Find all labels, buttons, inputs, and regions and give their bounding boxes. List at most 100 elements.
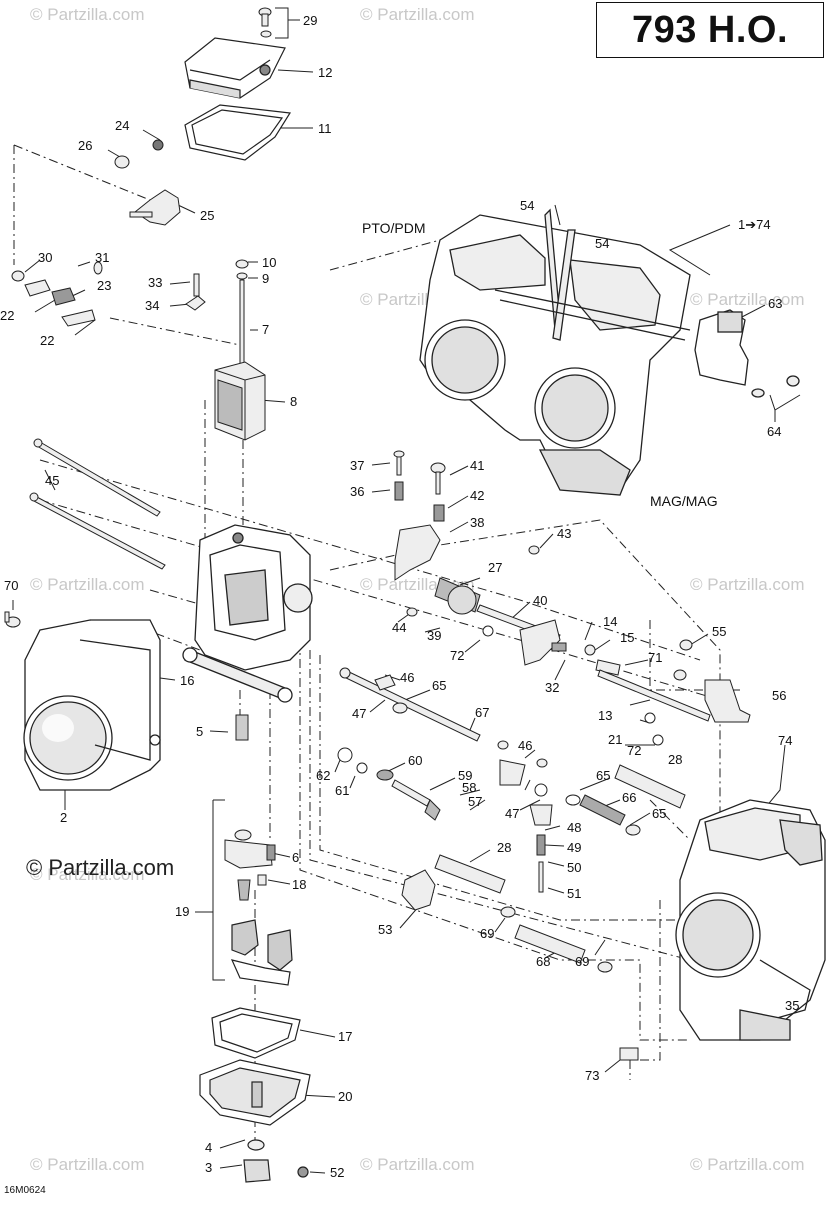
callout: 74 xyxy=(778,733,792,748)
callout: 56 xyxy=(772,688,786,703)
shafts-lower xyxy=(224,667,686,1061)
callout: 39 xyxy=(427,628,441,643)
callout: 70 xyxy=(4,578,18,593)
callout: 43 xyxy=(557,526,571,541)
callout: 46 xyxy=(400,670,414,685)
callout: 54 xyxy=(520,198,534,213)
callout: 3 xyxy=(205,1160,212,1175)
callout: 65 xyxy=(596,768,610,783)
callout: 36 xyxy=(350,484,364,499)
callout: 26 xyxy=(78,138,92,153)
callout: 27 xyxy=(488,560,502,575)
drawing-code: 16M0624 xyxy=(4,1185,46,1196)
callout: 55 xyxy=(712,624,726,639)
callout: 31 xyxy=(95,250,109,265)
callout: 30 xyxy=(38,250,52,265)
callout: 50 xyxy=(567,860,581,875)
callout-labels: 29 12 11 24 26 25 30 31 23 22 22 10 9 33… xyxy=(0,13,799,1180)
callout: 69 xyxy=(575,954,589,969)
callout: 10 xyxy=(262,255,276,270)
throttle-parts xyxy=(393,450,751,746)
watermark: © Partzilla.com xyxy=(360,5,475,24)
top-gasket xyxy=(184,104,292,161)
callout: 22 xyxy=(0,308,14,323)
callout: 32 xyxy=(545,680,559,695)
callout: 24 xyxy=(115,118,129,133)
callout: 42 xyxy=(470,488,484,503)
callout: 52 xyxy=(330,1165,344,1180)
watermark: © Partzilla.com xyxy=(30,5,145,24)
callout: 58 xyxy=(462,780,476,795)
watermark: © Partzilla.com xyxy=(360,1155,475,1174)
callout: 57 xyxy=(468,794,482,809)
callout: 72 xyxy=(450,648,464,663)
carb-adapter-left xyxy=(23,619,161,791)
watermark: © Partzilla.com xyxy=(30,1155,145,1174)
callout: 15 xyxy=(620,630,634,645)
callout: 20 xyxy=(338,1089,352,1104)
callout: 11 xyxy=(318,121,332,136)
callout: 5 xyxy=(196,724,203,739)
callout: 53 xyxy=(378,922,392,937)
mag-label: MAG/MAG xyxy=(650,493,718,509)
callout: 14 xyxy=(603,614,617,629)
callout: 19 xyxy=(175,904,189,919)
small-parts-upper-left xyxy=(11,139,206,327)
model-title: 793 H.O. xyxy=(631,8,789,51)
callout: 9 xyxy=(262,271,269,286)
callout: 41 xyxy=(470,458,484,473)
model-title-box: 793 H.O. xyxy=(596,2,824,58)
callout: 68 xyxy=(536,954,550,969)
callout: 25 xyxy=(200,208,214,223)
watermark: © Partzilla.com xyxy=(690,290,805,309)
callout: 2 xyxy=(60,810,67,825)
callout: 64 xyxy=(767,424,781,439)
callout: 13 xyxy=(598,708,612,723)
callout: 71 xyxy=(648,650,662,665)
float-bowl xyxy=(199,919,311,1183)
callout: 18 xyxy=(292,877,306,892)
callout: 61 xyxy=(335,783,349,798)
carb-assembly-bottom xyxy=(675,799,826,1041)
callout: 73 xyxy=(585,1068,599,1083)
assembly-dash-lines xyxy=(13,144,740,1140)
callout: 67 xyxy=(475,705,489,720)
carb-assembly-top xyxy=(419,208,800,496)
callout: 72 xyxy=(627,743,641,758)
callout: 23 xyxy=(97,278,111,293)
callout: 21 xyxy=(608,732,622,747)
range-label: 1➔74 xyxy=(738,217,771,232)
pto-label: PTO/PDM xyxy=(362,220,426,236)
callout: 48 xyxy=(567,820,581,835)
callout: 33 xyxy=(148,275,162,290)
callout: 63 xyxy=(768,296,782,311)
callout: 35 xyxy=(785,998,799,1013)
callout: 47 xyxy=(505,806,519,821)
callout: 37 xyxy=(350,458,364,473)
callout: 59 xyxy=(458,768,472,783)
callout: 51 xyxy=(567,886,581,901)
callout: 12 xyxy=(318,65,332,80)
callout: 46 xyxy=(518,738,532,753)
assembly-labels: PTO/PDM MAG/MAG 1➔74 xyxy=(362,217,771,509)
callout: 28 xyxy=(497,840,511,855)
callout: 49 xyxy=(567,840,581,855)
watermark-group: © Partzilla.com © Partzilla.com © Partzi… xyxy=(30,5,805,1174)
callout: 69 xyxy=(480,926,494,941)
callout: 65 xyxy=(652,806,666,821)
needle-and-slide xyxy=(214,259,266,441)
watermark: © Partzilla.com xyxy=(30,575,145,594)
callout: 8 xyxy=(290,394,297,409)
watermark: © Partzilla.com xyxy=(690,1155,805,1174)
callout: 66 xyxy=(622,790,636,805)
callout: 54 xyxy=(595,236,609,251)
callout: 4 xyxy=(205,1140,212,1155)
callout: 17 xyxy=(338,1029,352,1044)
callout: 62 xyxy=(316,768,330,783)
long-screws xyxy=(4,438,166,628)
callout: 44 xyxy=(392,620,406,635)
carb-body xyxy=(182,524,313,703)
callout: 65 xyxy=(432,678,446,693)
